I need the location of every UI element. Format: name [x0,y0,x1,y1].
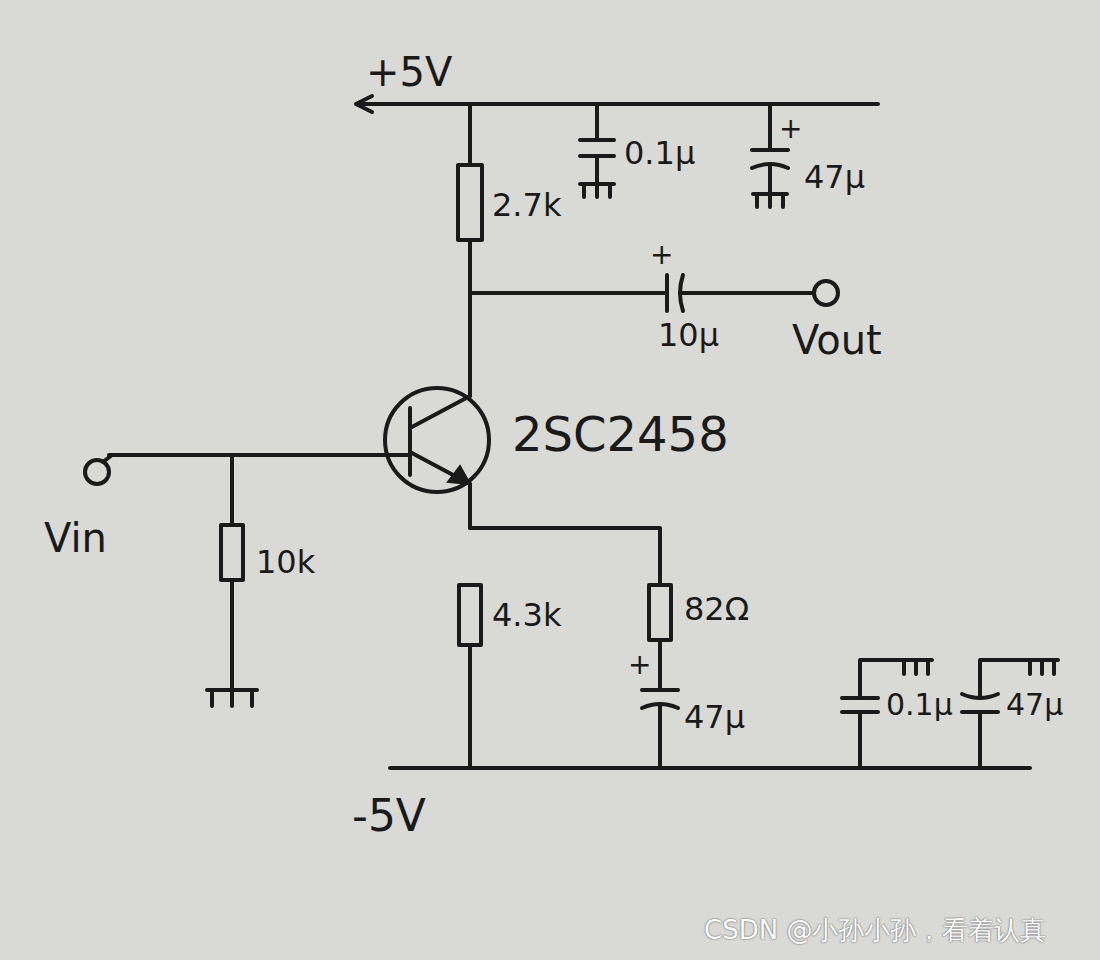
ground-symbol [207,184,1058,706]
capacitor-value: 0.1μ [886,688,953,721]
ground-symbol [1040,660,1044,674]
ground-symbol [210,690,214,706]
ground-symbol [768,194,772,207]
resistor-symbol [230,455,234,525]
capacitor-symbol [595,104,599,140]
resistor-symbol [468,240,472,396]
ground-symbol [595,184,599,197]
supply-rail [390,766,1030,770]
resistor-value: 2.7k [492,188,561,223]
transistor-symbol [408,408,412,475]
capacitor-value: 47μ [804,160,865,195]
part-number: 2SC2458 [512,408,729,461]
emitter-arrow [448,466,470,484]
watermark: CSDN @小孙小孙，看着认真 [704,916,1046,945]
signal-name: Vout [792,318,882,362]
emitter-arrow [448,466,470,484]
transistor-symbol [385,388,489,492]
capacitor-value: 0.1μ [624,136,695,171]
ground-symbol [781,194,785,207]
capacitor-symbol [752,148,788,152]
polarity-mark: + [779,114,802,145]
ground-symbol [608,184,612,197]
capacitor-symbol [642,688,678,692]
transistor-symbol [468,484,472,528]
terminal-circle [85,460,109,484]
ground-symbol [582,184,586,197]
capacitor-symbol [842,710,878,714]
capacitor-symbol [658,705,662,768]
transistor-symbol [109,453,410,457]
ground-symbol [230,690,234,706]
resistor-value: 4.3k [492,598,561,633]
resistor-symbol [468,104,472,165]
supply-rail [358,102,878,106]
resistor-value: 82Ω [684,592,749,627]
capacitor-symbol [658,640,662,690]
ground-symbol [1028,660,1032,674]
resistor-value: 10k [256,545,315,580]
resistor-symbol [230,580,234,690]
capacitor-symbol [962,710,998,714]
supply-rail [356,96,1030,768]
ground-symbol [914,660,918,674]
capacitor-value: 47μ [1006,688,1063,721]
transistor-symbol [109,388,489,528]
resistor-symbol [470,528,660,585]
capacitor-symbol [470,104,1040,768]
supply-label: +5V [366,50,452,94]
capacitor-symbol [665,275,669,311]
ground-symbol [250,690,254,706]
resistor-symbol [459,585,481,645]
capacitor-symbol [858,712,862,768]
polarity-mark: + [650,240,673,271]
ground-symbol [1052,660,1056,674]
terminal-circle [85,281,838,484]
resistor-symbol [221,525,243,580]
terminal-circle [814,281,838,305]
terminal-circle [103,455,112,462]
capacitor-symbol [580,138,614,142]
capacitor-value: 47μ [684,700,745,735]
capacitor-symbol [470,291,667,295]
supply-rail [356,96,372,112]
ground-symbol [755,194,759,207]
capacitor-symbol [768,165,772,194]
capacitor-symbol [768,104,772,150]
signal-name: Vin [44,516,107,560]
capacitor-symbol [595,156,599,184]
resistor-symbol [468,645,472,768]
resistor-symbol [649,585,671,640]
supply-label: -5V [352,792,426,840]
capacitor-value: 10μ [658,318,719,353]
resistor-symbol [458,165,482,240]
capacitor-symbol [680,291,814,295]
ground-symbol [902,660,906,674]
ground-symbol [926,660,930,674]
transistor-symbol [410,396,470,428]
polarity-mark: + [628,650,651,681]
capacitor-symbol [978,712,982,768]
transistor-symbol [410,452,470,484]
